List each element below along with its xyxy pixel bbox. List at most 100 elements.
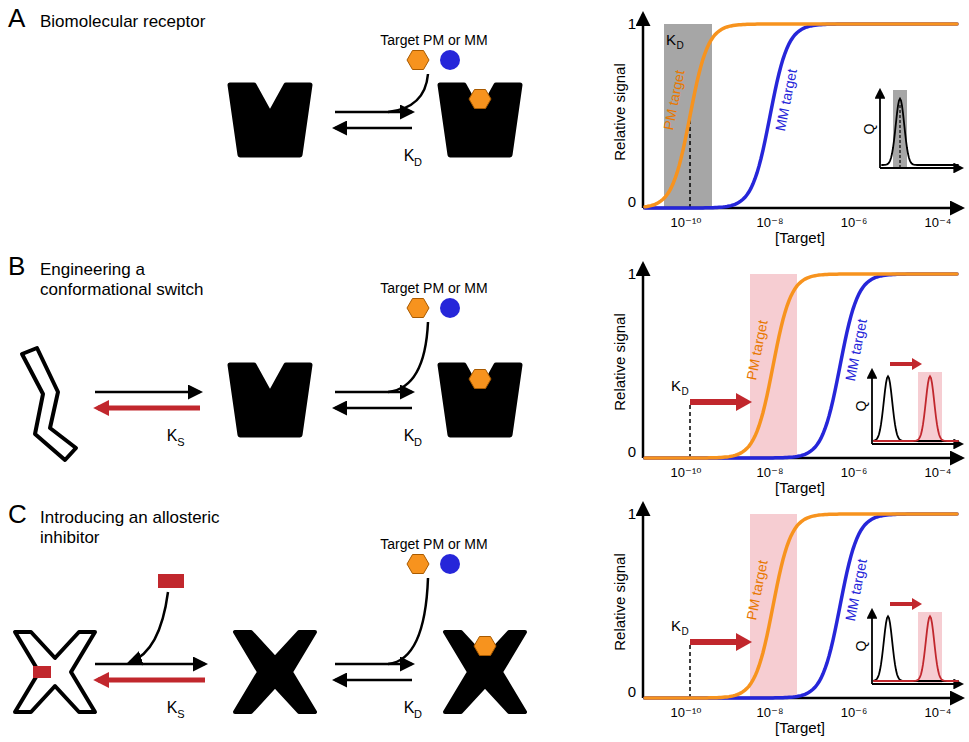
tick-label: 10⁻⁸ <box>757 706 784 721</box>
line-shape <box>689 116 691 208</box>
target-label: Target PM or MM <box>380 32 487 48</box>
use-shape <box>407 555 429 574</box>
panel-letter: A <box>8 4 25 34</box>
axis-value: 0 <box>628 683 636 700</box>
axis-value: 1 <box>628 265 636 282</box>
pm-curve <box>645 274 957 458</box>
tick-label: 10⁻⁴ <box>925 466 952 481</box>
inset-axis-title: Q <box>853 641 869 652</box>
tick-label: 10⁻⁴ <box>925 706 952 721</box>
constant-symbol: K <box>671 617 681 634</box>
use-shape <box>230 85 310 155</box>
chart-a <box>643 14 962 208</box>
curve-label: MM target <box>842 558 870 623</box>
constant-subscript: D <box>414 156 422 169</box>
constant-symbol: K <box>167 699 178 717</box>
path-shape <box>388 322 428 392</box>
constant-subscript: D <box>681 626 688 638</box>
constant-subscript: D <box>681 386 688 398</box>
tick-label: 10⁻⁶ <box>841 706 868 721</box>
panel-c-reaction <box>15 554 525 712</box>
inset-axis-title: Q <box>853 401 869 412</box>
use-shape <box>407 299 429 318</box>
tick-label: 10⁻⁴ <box>925 216 952 231</box>
line-shape <box>899 104 900 168</box>
circle-shape <box>440 554 460 574</box>
use-shape <box>15 632 95 712</box>
constant-symbol: K <box>404 147 415 165</box>
circle-shape <box>440 50 460 70</box>
use-shape <box>22 348 76 460</box>
constant-symbol: K <box>666 31 676 48</box>
panel-a-reaction <box>230 50 520 155</box>
line-shape <box>335 111 412 114</box>
selectivity-peak <box>874 616 958 681</box>
use-shape <box>474 637 496 656</box>
constant-symbol: K <box>404 699 415 717</box>
line-shape <box>335 407 412 410</box>
path-shape <box>879 90 881 168</box>
chart-c <box>643 504 962 698</box>
constant-subscript: S <box>177 708 184 721</box>
selectivity-peak <box>874 616 958 681</box>
panel-letter: B <box>8 252 25 282</box>
panel-b-reaction <box>22 298 520 460</box>
constant-symbol: K <box>167 427 178 445</box>
panel-title: Biomolecular receptor <box>40 12 230 32</box>
panel-letter: C <box>8 500 27 530</box>
line-shape <box>335 127 412 130</box>
axis-value: 1 <box>628 505 636 522</box>
pm-curve <box>645 24 957 207</box>
line-shape <box>690 639 736 645</box>
axis-title: Relative signal <box>611 313 628 411</box>
use-shape <box>469 370 491 389</box>
polygon-shape <box>912 358 922 370</box>
line-shape <box>689 642 691 698</box>
tick-label: 10⁻⁸ <box>757 216 784 231</box>
curve-label: PM target <box>743 319 770 382</box>
axis-value: 1 <box>628 15 636 32</box>
curve-label: MM target <box>842 318 870 383</box>
selectivity-peak <box>882 99 958 165</box>
line-shape <box>890 362 912 366</box>
constant-subscript: D <box>676 40 683 52</box>
line-shape <box>98 406 200 411</box>
binding-curves <box>645 24 958 698</box>
curve-label: MM target <box>772 68 800 133</box>
path-shape <box>388 74 428 112</box>
line-shape <box>689 402 691 458</box>
axis-title: [Target] <box>775 229 825 246</box>
tick-label: 10⁻⁶ <box>841 466 868 481</box>
tick-label: 10⁻⁸ <box>757 466 784 481</box>
rect-shape <box>33 666 51 678</box>
use-shape <box>440 85 520 155</box>
line-shape <box>890 602 912 606</box>
constant-symbol: K <box>404 427 415 445</box>
mm-curve <box>645 514 957 698</box>
path-shape <box>872 683 962 685</box>
path-shape <box>872 443 962 445</box>
panel-title: Engineering a conformational switch <box>40 260 230 299</box>
line-shape <box>690 399 736 405</box>
axis-title: Relative signal <box>611 63 628 161</box>
constant-subscript: S <box>177 436 184 449</box>
constant-symbol: K <box>671 377 681 394</box>
axis-title: [Target] <box>775 479 825 496</box>
polygon-shape <box>736 633 752 651</box>
target-label: Target PM or MM <box>380 280 487 296</box>
path-shape <box>871 610 873 684</box>
use-shape <box>235 632 315 712</box>
selectivity-peak <box>874 376 958 441</box>
line-shape <box>335 391 412 394</box>
chart-b <box>643 264 962 458</box>
line-shape <box>95 391 200 394</box>
inset-axis-title: Q <box>861 124 877 135</box>
constant-subscript: D <box>414 436 422 449</box>
axis-title: [Target] <box>775 719 825 736</box>
mm-curve <box>645 24 957 208</box>
target-label: Target PM or MM <box>380 536 487 552</box>
axis-value: 0 <box>628 193 636 210</box>
